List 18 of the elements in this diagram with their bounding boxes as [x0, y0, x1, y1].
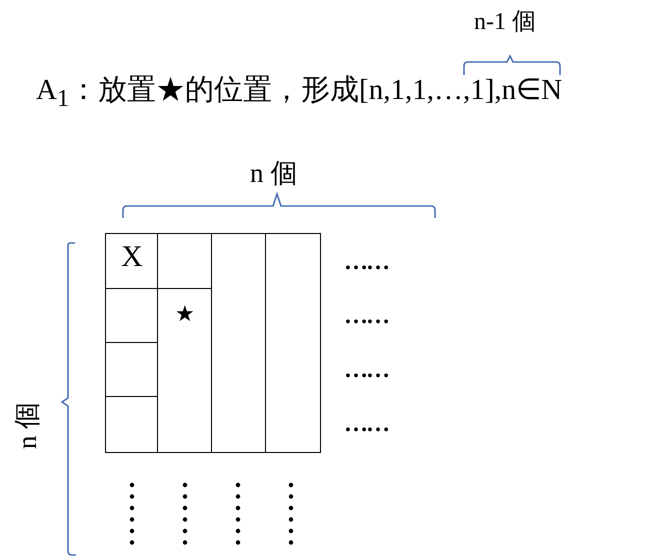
grid-cell	[105, 233, 159, 290]
ellipsis: ……	[344, 250, 388, 274]
ellipsis: ……	[344, 304, 388, 328]
grid-cell	[105, 396, 159, 453]
ellipsis: ……	[344, 358, 388, 382]
title: A$_{1}$：放置★的位置，形成[n,1,1,…,1],n∈N	[36, 76, 562, 111]
grid-cell	[211, 233, 267, 453]
grid-cell	[157, 233, 213, 290]
brace-label: n 個	[14, 402, 42, 450]
grid-cell	[265, 233, 321, 453]
grid-cell	[105, 342, 159, 398]
brace-label: n 個	[250, 160, 298, 187]
cell-mark: X	[121, 242, 143, 272]
grid-cell	[157, 288, 213, 453]
ellipsis: ……	[344, 412, 388, 436]
grid-cell	[105, 288, 159, 344]
brace-label: n-1 個	[474, 10, 536, 34]
cell-mark: ★	[175, 303, 195, 325]
